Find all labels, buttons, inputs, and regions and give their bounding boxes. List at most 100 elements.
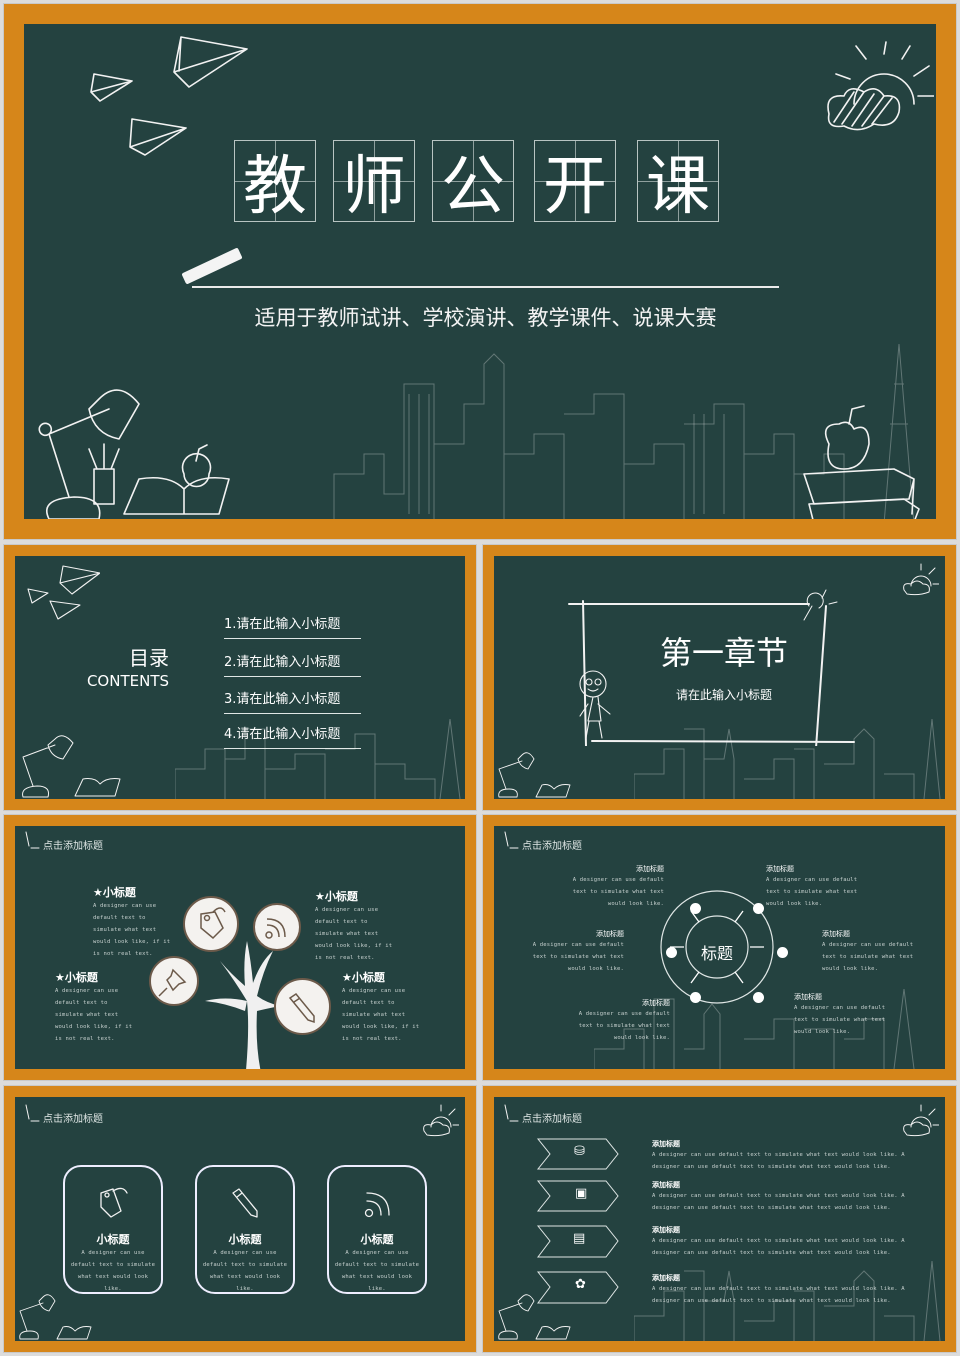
tree-illustration bbox=[205, 941, 280, 1069]
chalkboard: 点击添加标题 标题 添加标题 A designer can use defaul… bbox=[494, 826, 945, 1069]
toc-item[interactable]: 4.请在此输入小标题 bbox=[224, 723, 361, 749]
rss-icon bbox=[253, 903, 301, 951]
text-block: 添加标题 A designer can use default text to … bbox=[794, 992, 894, 1038]
slide-arrow-list[interactable]: 点击添加标题 ⛁ ▣ ▤ ✿ 添加标题 A designer can use d… bbox=[482, 1085, 957, 1353]
slide-header: 点击添加标题 bbox=[43, 841, 103, 852]
circle-diagram bbox=[660, 890, 774, 1004]
node-dot bbox=[690, 992, 701, 1003]
text-block: 添加标题 A designer can use default text to … bbox=[822, 929, 922, 975]
calculator-icon: ▤ bbox=[573, 1231, 586, 1246]
row-text: A designer can use default text to simul… bbox=[652, 1152, 905, 1170]
chalkboard: 点击添加标题 小标题 A designer can use default te… bbox=[15, 1097, 465, 1341]
slide-chapter[interactable]: 第一章节 请在此输入小标题 bbox=[482, 544, 957, 811]
row-text: A designer can use default text to simul… bbox=[652, 1286, 905, 1304]
sun-cloud-icon bbox=[827, 41, 934, 131]
row-title: 添加标题 bbox=[652, 1226, 680, 1234]
star-icon: ★ bbox=[315, 890, 325, 903]
slide-contents[interactable]: 目录 CONTENTS 1.请在此输入小标题 2.请在此输入小标题 3.请在此输… bbox=[3, 544, 477, 811]
text-block: 添加标题 A designer can use default text to … bbox=[570, 998, 670, 1044]
pencil-icon bbox=[274, 978, 331, 1035]
card-text: A designer can use default text to simul… bbox=[334, 1250, 420, 1292]
desk-lamp-books-illustration bbox=[38, 389, 230, 519]
chalkboard: 教 师 公 开 课 适用于教师试讲、学校演讲、教学课件、说课大赛 bbox=[24, 24, 936, 519]
sun-cloud-icon bbox=[903, 1104, 939, 1137]
list-row: 添加标题 A designer can use default text to … bbox=[652, 1180, 917, 1214]
rss-icon bbox=[364, 1192, 390, 1218]
text-block: 添加标题 A designer can use default text to … bbox=[766, 864, 866, 910]
star-icon: ★ bbox=[55, 971, 65, 984]
chalk-stick-icon bbox=[181, 247, 243, 285]
divider-line bbox=[192, 286, 779, 288]
card[interactable]: 小标题 A designer can use default text to s… bbox=[195, 1165, 295, 1294]
toc-heading-cn: 目录 bbox=[129, 646, 169, 670]
sun-cloud-icon bbox=[903, 563, 939, 596]
globe-icon: ✿ bbox=[575, 1277, 586, 1292]
chalkboard: 点击添加标题 ⛁ ▣ ▤ ✿ 添加标题 A designer can use d… bbox=[494, 1097, 945, 1341]
toc-item[interactable]: 2.请在此输入小标题 bbox=[224, 651, 361, 677]
apple-books-illustration bbox=[803, 405, 920, 519]
node-dot bbox=[753, 992, 764, 1003]
row-title: 添加标题 bbox=[652, 1274, 680, 1282]
pushpin-icon bbox=[149, 956, 199, 1006]
text-block: ★小标题 A designer can use default text to … bbox=[342, 969, 424, 1045]
block-text: A designer can use default text to simul… bbox=[572, 877, 664, 907]
row-title: 添加标题 bbox=[652, 1140, 680, 1148]
card-text: A designer can use default text to simul… bbox=[202, 1250, 288, 1292]
block-text: A designer can use default text to simul… bbox=[342, 988, 420, 1042]
node-dot bbox=[753, 903, 764, 914]
node-dot bbox=[690, 903, 701, 914]
card[interactable]: 小标题 A designer can use default text to s… bbox=[327, 1165, 427, 1294]
city-skyline-illustration bbox=[594, 989, 915, 1069]
star-icon: ★ bbox=[93, 886, 103, 899]
chalk-pen-icon bbox=[504, 831, 519, 849]
block-title: ★小标题 bbox=[55, 971, 98, 984]
toc-item[interactable]: 1.请在此输入小标题 bbox=[224, 613, 361, 639]
toc-item[interactable]: 3.请在此输入小标题 bbox=[224, 688, 361, 714]
slide-three-cards[interactable]: 点击添加标题 小标题 A designer can use default te… bbox=[3, 1085, 477, 1353]
slide-circle-diagram[interactable]: 点击添加标题 标题 添加标题 A designer can use defaul… bbox=[482, 814, 957, 1081]
text-block: ★小标题 A designer can use default text to … bbox=[55, 969, 137, 1045]
arrow-chevrons bbox=[536, 1138, 619, 1304]
card-text: A designer can use default text to simul… bbox=[70, 1250, 156, 1292]
tag-icon bbox=[100, 1187, 128, 1218]
chalkboard: 目录 CONTENTS 1.请在此输入小标题 2.请在此输入小标题 3.请在此输… bbox=[15, 556, 465, 799]
schoolbag-icon: ▣ bbox=[575, 1186, 588, 1201]
slide-cover[interactable]: 教 师 公 开 课 适用于教师试讲、学校演讲、教学课件、说课大赛 bbox=[3, 3, 957, 540]
list-row: 添加标题 A designer can use default text to … bbox=[652, 1225, 917, 1259]
slide-tree[interactable]: 点击添加标题 ★小标题 A designer can use default t… bbox=[3, 814, 477, 1081]
slide-header: 点击添加标题 bbox=[522, 841, 582, 852]
block-title: ★小标题 bbox=[315, 890, 358, 903]
chalk-pen-icon bbox=[25, 1104, 40, 1122]
city-skyline-illustration bbox=[634, 719, 941, 799]
chapter-title: 第一章节 bbox=[659, 634, 788, 672]
block-text: A designer can use default text to simul… bbox=[55, 988, 133, 1042]
title-char: 公 bbox=[432, 140, 514, 224]
title-char: 开 bbox=[534, 140, 616, 224]
card-title: 小标题 bbox=[360, 1233, 394, 1246]
node-dot bbox=[777, 947, 788, 958]
row-text: A designer can use default text to simul… bbox=[652, 1238, 905, 1256]
desk-lamp-books-illustration bbox=[19, 1294, 92, 1340]
diagram-center-label: 标题 bbox=[700, 944, 733, 963]
block-text: A designer can use default text to simul… bbox=[794, 1005, 886, 1035]
row-title: 添加标题 bbox=[652, 1181, 680, 1189]
block-title: 添加标题 bbox=[636, 865, 664, 873]
block-text: A designer can use default text to simul… bbox=[578, 1011, 670, 1041]
chalkboard: 点击添加标题 ★小标题 A designer can use default t… bbox=[15, 826, 465, 1069]
node-dot bbox=[666, 947, 677, 958]
title-char: 师 bbox=[333, 140, 415, 224]
title-char: 教 bbox=[234, 140, 316, 224]
block-title: 添加标题 bbox=[596, 930, 624, 938]
text-block: 添加标题 A designer can use default text to … bbox=[564, 864, 664, 910]
paper-planes-icon bbox=[27, 565, 100, 620]
title-char: 课 bbox=[637, 140, 719, 224]
pencil-icon bbox=[232, 1188, 258, 1218]
card-title: 小标题 bbox=[228, 1233, 262, 1246]
card[interactable]: 小标题 A designer can use default text to s… bbox=[63, 1165, 163, 1294]
row-text: A designer can use default text to simul… bbox=[652, 1193, 905, 1211]
block-title: 添加标题 bbox=[642, 999, 670, 1007]
city-skyline-illustration bbox=[634, 1261, 941, 1341]
chalkboard: 第一章节 请在此输入小标题 bbox=[494, 556, 945, 799]
text-block: 添加标题 A designer can use default text to … bbox=[524, 929, 624, 975]
paper-planes-icon bbox=[90, 36, 248, 156]
